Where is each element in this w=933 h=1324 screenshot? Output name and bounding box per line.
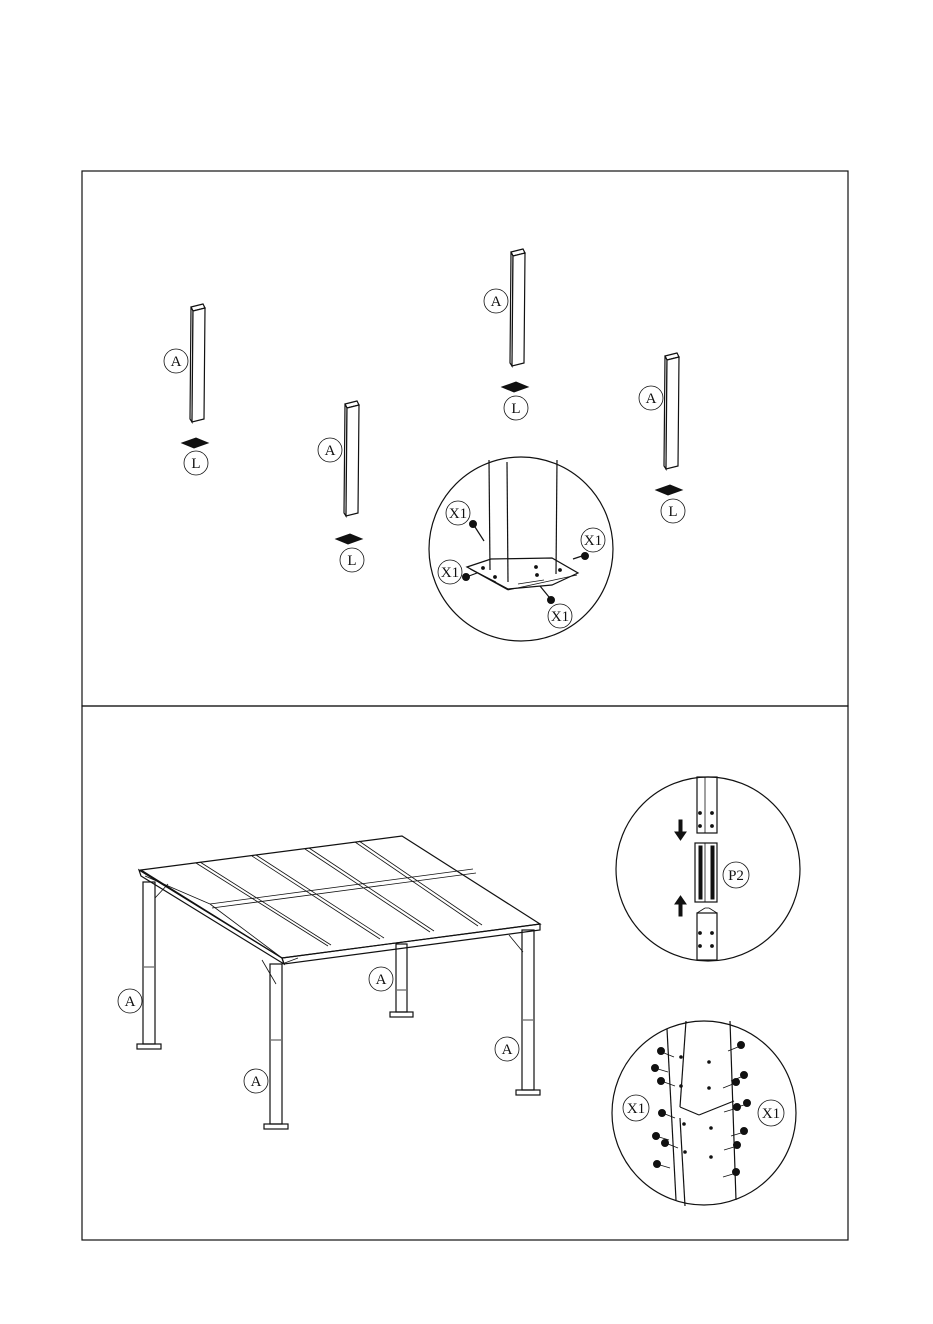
base-label-callout-2: L [340, 548, 364, 572]
screw-callout-4: X1 [548, 604, 572, 628]
base-plate-4 [656, 485, 682, 495]
post-label-3: A [491, 294, 502, 310]
gazebo-post-callout-3: A [369, 967, 393, 991]
base-label-1: L [191, 456, 200, 472]
screw-icon [463, 573, 478, 581]
screw-icon [658, 1078, 676, 1087]
post-1 [182, 304, 208, 448]
screw-icon [654, 1161, 671, 1169]
post-label-2: A [325, 443, 336, 459]
gazebo-post-label-4: A [502, 1042, 513, 1058]
base-label-2: L [347, 553, 356, 569]
base-plate-2 [336, 534, 362, 544]
joint-screw-label-1: X1 [627, 1101, 645, 1117]
gazebo-posts [137, 882, 540, 1129]
base-plate-1 [182, 438, 208, 448]
post-3 [502, 249, 528, 392]
post-label-callout-3: A [484, 289, 508, 313]
joint-screw-callout-2: X1 [758, 1100, 784, 1126]
joint-screw-callout-1: X1 [623, 1095, 649, 1121]
base-plate-3 [502, 382, 528, 392]
screw-icon [653, 1133, 670, 1141]
gazebo-post-callout-1: A [118, 989, 142, 1013]
post-label-1: A [171, 354, 182, 370]
screw-label-3: X1 [441, 565, 459, 581]
post-4 [656, 353, 682, 495]
connector-label: P2 [728, 868, 744, 884]
gazebo-post-callout-4: A [495, 1037, 519, 1061]
gazebo-post-label-2: A [251, 1074, 262, 1090]
gazebo-post-label-1: A [125, 994, 136, 1010]
base-label-4: L [668, 504, 677, 520]
joint-screw-label-2: X1 [762, 1106, 780, 1122]
screw-icon [573, 553, 589, 560]
screw-icon [652, 1065, 669, 1073]
gazebo-post-callout-2: A [244, 1069, 268, 1093]
screw-callout-2: X1 [581, 528, 605, 552]
connector-detail [616, 777, 800, 961]
screw-icon [658, 1048, 675, 1058]
gazebo-roof [139, 836, 540, 964]
screw-icon [723, 1169, 740, 1178]
post-label-4: A [646, 391, 657, 407]
screw-icon [662, 1140, 679, 1149]
screw-icon [470, 521, 485, 542]
base-label-callout-1: L [184, 451, 208, 475]
screw-icon [659, 1110, 676, 1119]
panel-bottom-frame [82, 706, 848, 1240]
screw-callout-3: X1 [438, 560, 462, 584]
screw-label-2: X1 [584, 533, 602, 549]
post-label-callout-2: A [318, 438, 342, 462]
screw-label-1: X1 [449, 506, 467, 522]
screw-icon [724, 1142, 741, 1151]
screw-icon [723, 1079, 740, 1089]
base-label-3: L [511, 401, 520, 417]
base-label-callout-4: L [661, 499, 685, 523]
base-label-callout-3: L [504, 396, 528, 420]
post-label-callout-1: A [164, 349, 188, 373]
screw-icon [540, 586, 555, 604]
arrow-up-icon [675, 896, 686, 916]
screw-callout-1: X1 [446, 501, 470, 525]
gazebo-post-label-3: A [376, 972, 387, 988]
post-label-callout-4: A [639, 386, 663, 410]
connector-callout: P2 [723, 862, 749, 888]
arrow-down-icon [675, 820, 686, 840]
post-2 [336, 401, 362, 544]
screw-label-4: X1 [551, 609, 569, 625]
